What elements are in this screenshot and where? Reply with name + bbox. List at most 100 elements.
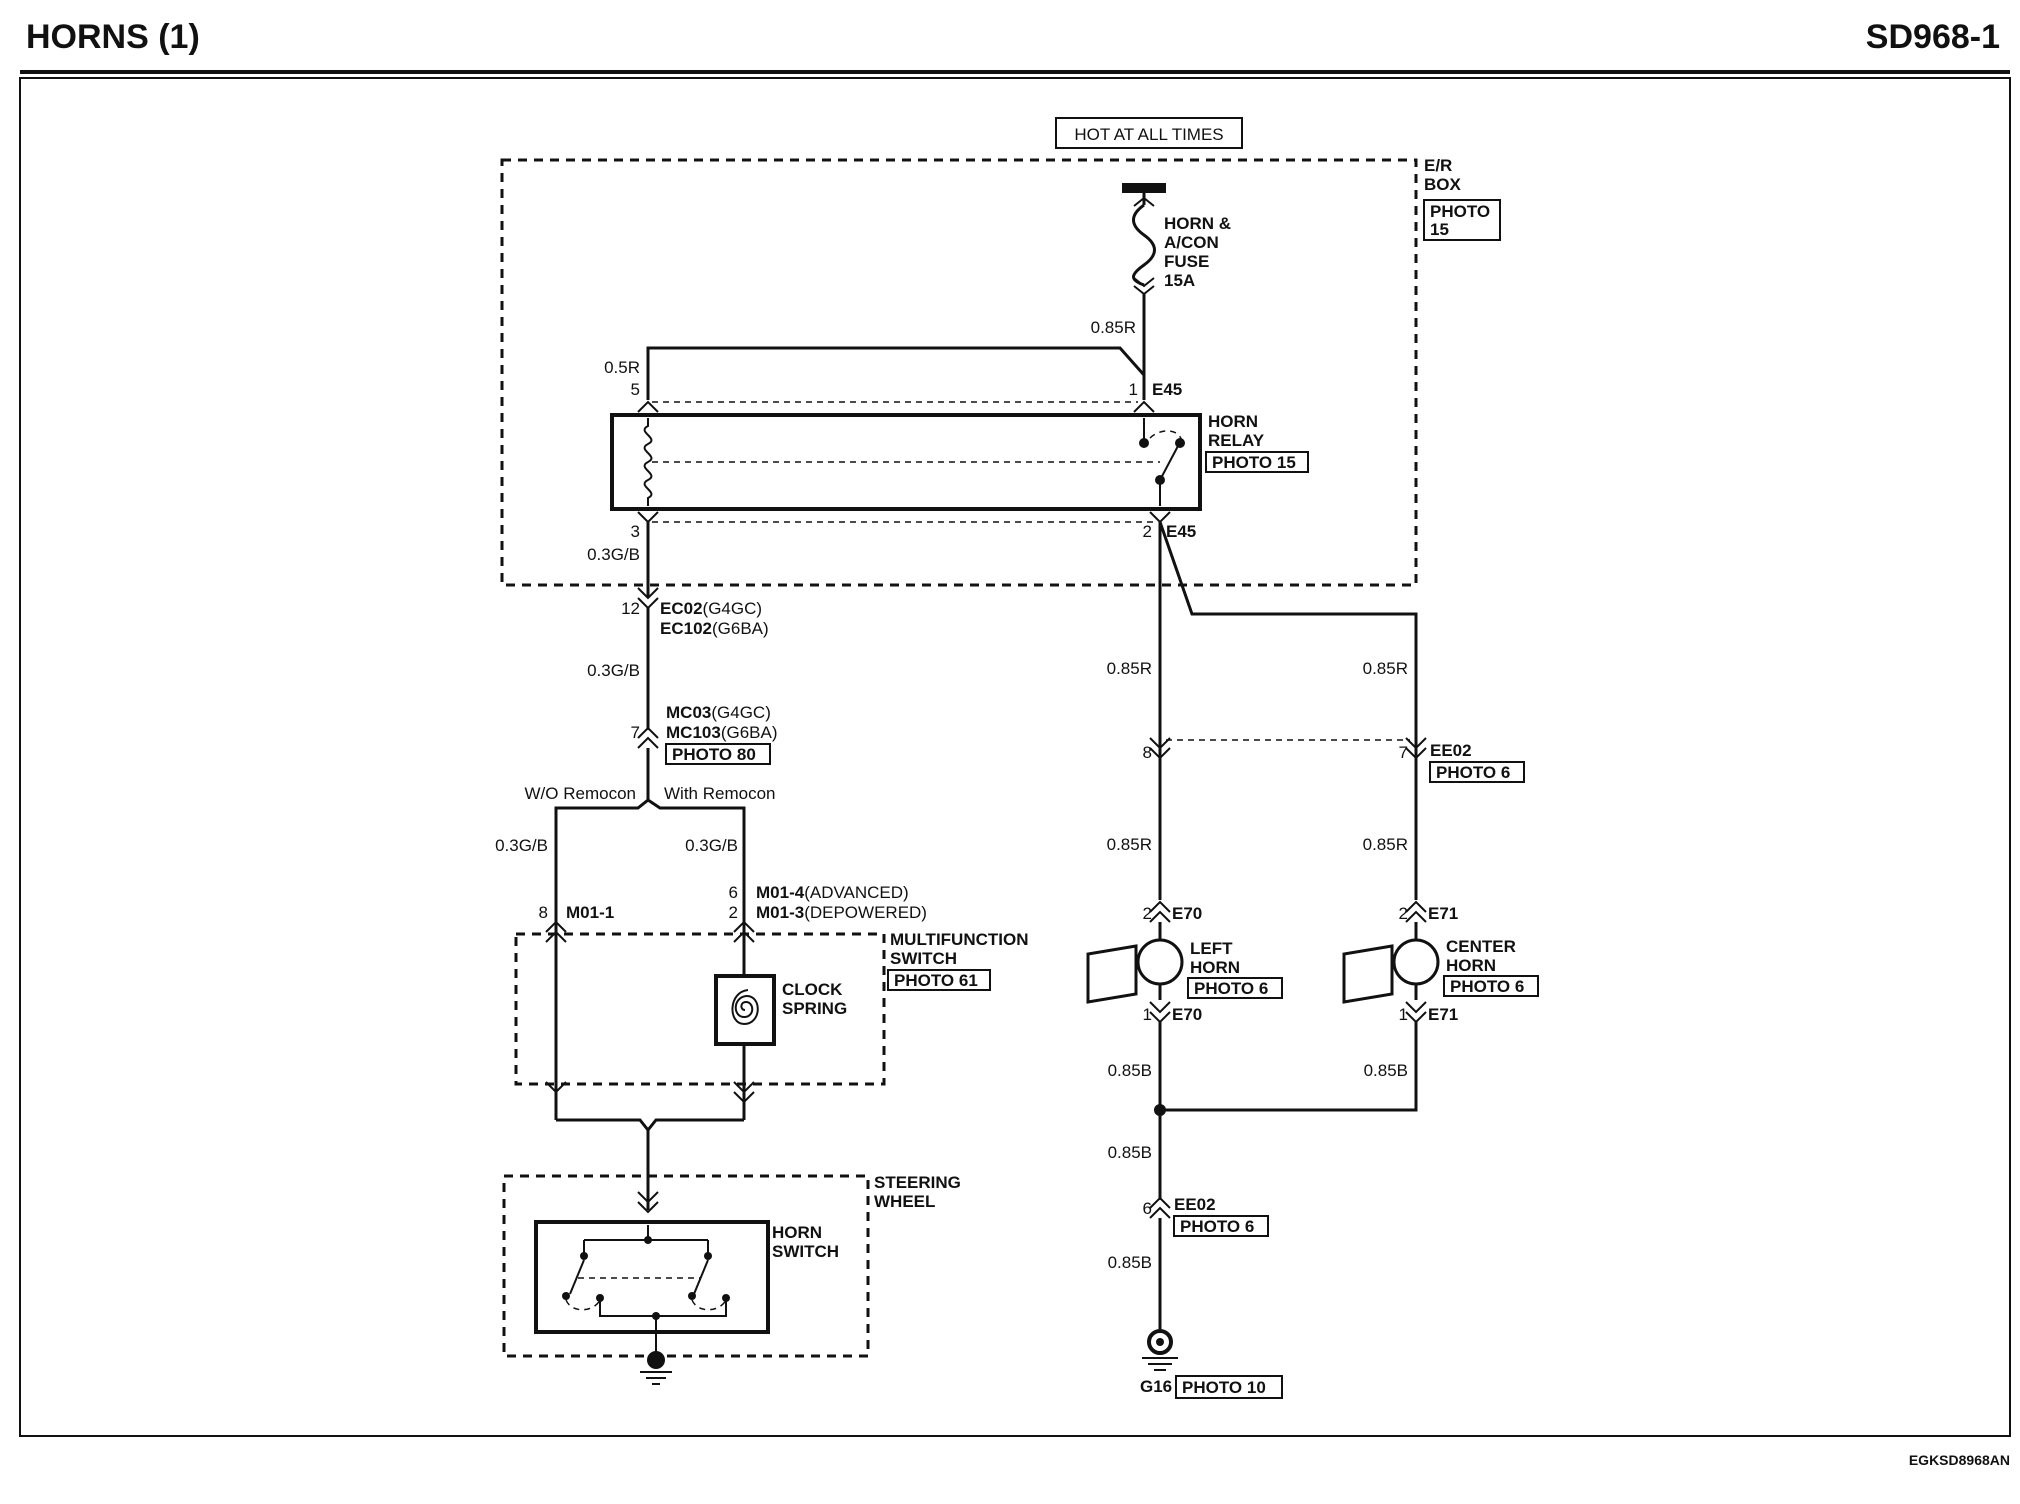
- multifunction-photo-box: [887, 969, 991, 991]
- ee02-right-connector: [1405, 737, 1427, 760]
- wire-wo-remocon: [554, 748, 650, 1120]
- e70-bottom-id: E70: [1172, 1005, 1202, 1024]
- mc103-id: MC103: [666, 723, 721, 742]
- wire-color-03gb-d: 0.3G/B: [685, 836, 738, 855]
- pin-2: 2: [1143, 522, 1152, 541]
- wire-color-03gb-a: 0.3G/B: [587, 545, 640, 564]
- pin-5: 5: [631, 380, 640, 399]
- ec02-line: EC02(G4GC): [660, 599, 762, 618]
- pin-7-ee02: 7: [1399, 743, 1408, 762]
- relay-label-2: RELAY: [1208, 431, 1265, 450]
- pin-1: 1: [1129, 380, 1138, 399]
- hot-at-all-times-label: HOT AT ALL TIMES: [1074, 125, 1223, 144]
- steering-wheel-label-2: WHEEL: [874, 1192, 935, 1211]
- steering-ground-point: [647, 1351, 665, 1369]
- fuse-label-3: FUSE: [1164, 252, 1209, 271]
- left-horn-trumpet: [1086, 944, 1138, 1004]
- pin-6-ee02: 6: [1143, 1199, 1152, 1218]
- m013-id: M01-3: [756, 903, 804, 922]
- m011-connector: [545, 920, 567, 943]
- power-bus-bar: [1122, 183, 1166, 193]
- clock-spring-bottom-connector: [733, 1081, 755, 1104]
- left-horn-label-2: HORN: [1190, 958, 1240, 977]
- pin-8-m01: 8: [539, 903, 548, 922]
- ee02-bottom-id: EE02: [1174, 1195, 1216, 1214]
- center-horn-photo-label: PHOTO 6: [1450, 977, 1524, 996]
- wire-color-085r-right-1: 0.85R: [1363, 659, 1408, 678]
- e71-top-id: E71: [1428, 904, 1458, 923]
- connector-e45-top: E45: [1152, 380, 1182, 399]
- ec102-suffix: (G6BA): [712, 619, 769, 638]
- multifunction-label-2: SWITCH: [890, 949, 957, 968]
- g16-photo-box: [1175, 1375, 1283, 1399]
- hot-at-all-times-box: [1055, 117, 1243, 149]
- mc03-id: MC03: [666, 703, 711, 722]
- wire-color-05r: 0.5R: [604, 358, 640, 377]
- ee02-bottom-photo-box: [1173, 1215, 1269, 1237]
- m014-connector: [733, 920, 755, 943]
- m014-suffix: (ADVANCED): [804, 883, 909, 902]
- multifunction-switch-outline: [514, 932, 886, 1086]
- m013-line: M01-3(DEPOWERED): [756, 903, 927, 922]
- wire-color-085b-3: 0.85B: [1108, 1253, 1152, 1272]
- wire-merge-horn-switch: [556, 1118, 744, 1133]
- mc03-photo-label: PHOTO 80: [672, 745, 756, 764]
- pin-1-e70: 1: [1143, 1005, 1152, 1024]
- steering-wheel-outline: [502, 1174, 870, 1358]
- center-horn-icon: [1392, 938, 1440, 986]
- fuse-connector-bottom: [1133, 277, 1155, 296]
- wire-color-085b-2: 0.85B: [1108, 1143, 1152, 1162]
- wire-color-085r-left-2: 0.85R: [1107, 835, 1152, 854]
- fuse-label-2: A/CON: [1164, 233, 1219, 252]
- pin-2-e71: 2: [1399, 904, 1408, 923]
- mc103-line: MC103(G6BA): [666, 723, 778, 742]
- page-title: HORNS (1): [26, 18, 200, 56]
- relay-top-pins: [637, 400, 1155, 413]
- wire-05r-loop: [646, 346, 1146, 400]
- left-horn-icon: [1136, 938, 1184, 986]
- m013-suffix: (DEPOWERED): [804, 903, 927, 922]
- m014-id: M01-4: [756, 883, 805, 902]
- horn-switch-contact-r2: [688, 1292, 696, 1300]
- pin-1-e71: 1: [1399, 1005, 1408, 1024]
- g16-ground-icon: [1142, 1357, 1178, 1371]
- relay-bottom-pins: [637, 511, 1171, 524]
- mc03-line: MC03(G4GC): [666, 703, 771, 722]
- horn-switch-label-2: SWITCH: [772, 1242, 839, 1261]
- mc03-suffix: (G4GC): [711, 703, 771, 722]
- horn-switch-label: HORN: [772, 1223, 822, 1242]
- m011-id: M01-1: [566, 903, 614, 922]
- wire-color-03gb-c: 0.3G/B: [495, 836, 548, 855]
- relay-contact-a: [1139, 438, 1149, 448]
- connector-e45-bottom: E45: [1166, 522, 1196, 541]
- pin-2-e70: 2: [1143, 904, 1152, 923]
- center-horn-trumpet: [1342, 944, 1394, 1004]
- e71-top-connector: [1405, 900, 1427, 923]
- horn-switch-arms: [569, 1259, 709, 1295]
- pin-3: 3: [631, 522, 640, 541]
- fuse-element: [1132, 203, 1156, 287]
- g16-id: G16: [1140, 1377, 1172, 1396]
- wire-color-085b-right: 0.85B: [1364, 1061, 1408, 1080]
- er-box-label-2: BOX: [1424, 175, 1462, 194]
- relay-label: HORN: [1208, 412, 1258, 431]
- horn-switch-contact-l1: [580, 1252, 588, 1260]
- mc03-connector: [637, 726, 659, 749]
- e71-bottom-connector: [1405, 1001, 1427, 1024]
- pin-8-ee02: 8: [1143, 743, 1152, 762]
- multifunction-label: MULTIFUNCTION: [890, 930, 1029, 949]
- wo-remocon-label: W/O Remocon: [525, 784, 636, 803]
- with-remocon-label: With Remocon: [664, 784, 775, 803]
- wire-color-085r-top: 0.85R: [1091, 318, 1136, 337]
- er-photo-box: [1423, 199, 1501, 241]
- fuse-rating: 15A: [1164, 271, 1195, 290]
- m014-line: M01-4(ADVANCED): [756, 883, 909, 902]
- ec02-suffix: (G4GC): [703, 599, 763, 618]
- diagram-footer-id: EGKSD8968AN: [1908, 1452, 2010, 1468]
- horn-switch-contact-l2: [562, 1292, 570, 1300]
- diagram-code: SD968-1: [1865, 18, 2000, 56]
- relay-photo-box: [1205, 451, 1309, 473]
- relay-contact-b: [1175, 438, 1185, 448]
- ee02-bottom-connector: [1149, 1196, 1171, 1219]
- horn-switch-box: [534, 1220, 770, 1334]
